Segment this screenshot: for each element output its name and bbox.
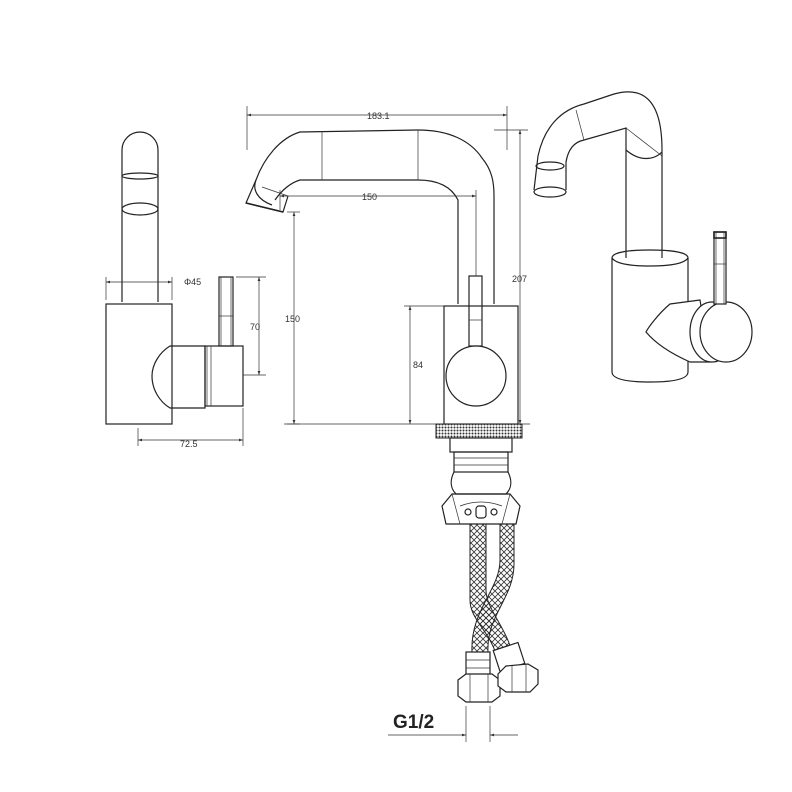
dim-body-diameter: Φ45 (184, 277, 201, 287)
connection-thread-label: G1/2 (393, 712, 434, 733)
dim-body-height: 84 (413, 360, 423, 370)
dim-spout-reach: 150 (362, 192, 377, 202)
dim-handle-height: 70 (250, 322, 260, 332)
dim-total-height: 207 (512, 274, 527, 284)
front-view: 183.1 150 150 84 207 G1/2 (245, 106, 539, 742)
perspective-view (533, 91, 753, 383)
side-view: Φ45 70 72.5 (105, 131, 266, 449)
dim-spout-height: 150 (285, 314, 300, 324)
dim-side-depth: 72.5 (180, 439, 198, 449)
dim-spout-reach-total: 183.1 (367, 111, 390, 121)
